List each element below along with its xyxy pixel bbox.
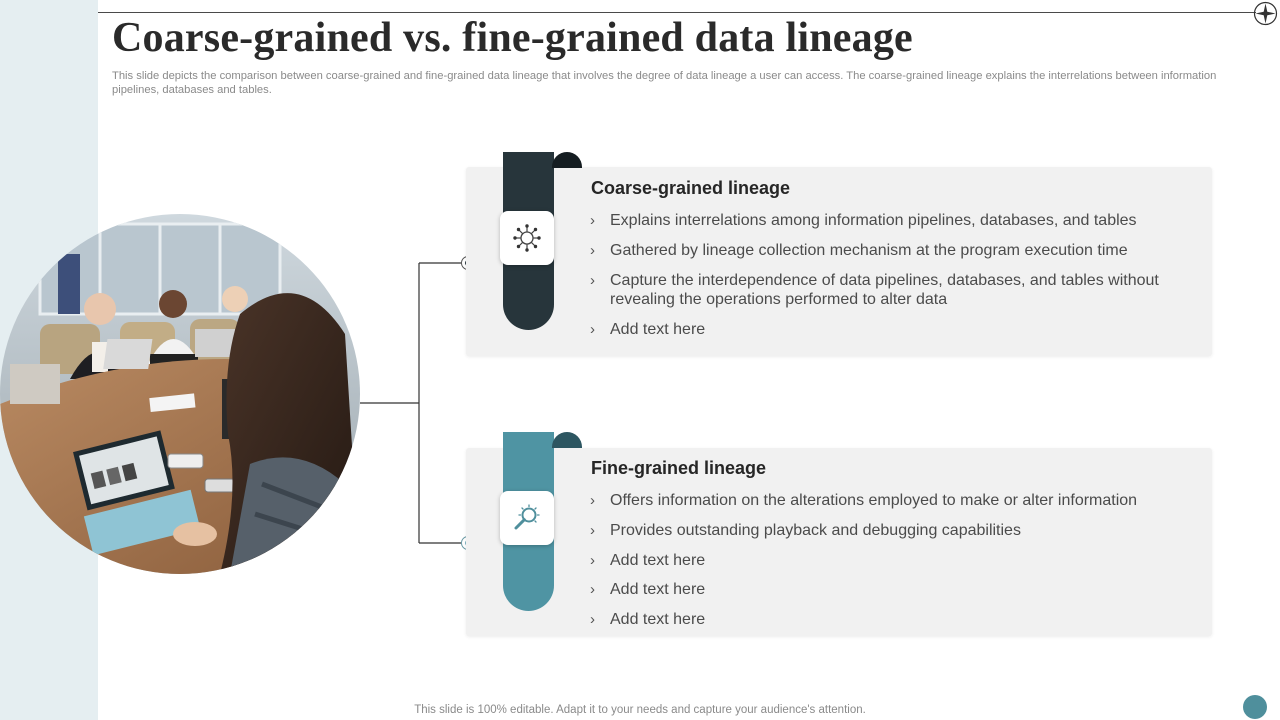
- fine-grained-bullet-list: ›Offers information on the alterations e…: [590, 491, 1137, 640]
- chevron-right-icon: ›: [590, 320, 595, 338]
- chevron-right-icon: ›: [590, 212, 595, 229]
- decorative-dot: [1243, 695, 1267, 719]
- fine-grained-ribbon-fold: [552, 432, 582, 448]
- fine-grained-card: [466, 448, 1212, 636]
- coarse-grained-card: [466, 167, 1212, 356]
- chevron-right-icon: ›: [590, 492, 595, 509]
- chevron-right-icon: ›: [590, 521, 595, 539]
- coarse-grained-bullet-list: ›Explains interrelations among informati…: [590, 211, 1170, 350]
- coarse-grained-ribbon-fold: [552, 152, 582, 168]
- list-item: ›Add text here: [590, 581, 706, 599]
- page-title: Coarse-grained vs. fine-grained data lin…: [112, 15, 913, 61]
- chevron-right-icon: ›: [590, 581, 595, 599]
- compass-star-icon: [1253, 1, 1278, 26]
- footer-note: This slide is 100% editable. Adapt it to…: [414, 704, 866, 716]
- meeting-photo: [0, 214, 360, 574]
- list-item: ›Gathered by lineage collection mechanis…: [590, 241, 1128, 259]
- list-item: ›Explains interrelations among informati…: [590, 212, 1137, 229]
- list-item: ›Add text here: [590, 320, 706, 338]
- list-item: ›Add text here: [590, 551, 706, 569]
- network-hub-icon: [500, 211, 554, 265]
- chevron-right-icon: ›: [590, 241, 595, 259]
- chevron-right-icon: ›: [590, 611, 595, 629]
- list-item: ›Capture the interdependence of data pip…: [590, 271, 1159, 309]
- chevron-right-icon: ›: [590, 551, 595, 569]
- slide-description: This slide depicts the comparison betwee…: [112, 70, 1217, 96]
- magnifier-insight-icon: [500, 491, 554, 545]
- list-item: ›Provides outstanding playback and debug…: [590, 521, 1021, 539]
- chevron-right-icon: ›: [590, 271, 595, 289]
- list-item: ›Add text here: [590, 611, 706, 629]
- top-divider-line: [98, 12, 1256, 13]
- list-item: ›Offers information on the alterations e…: [590, 492, 1138, 509]
- coarse-grained-title: Coarse-grained lineage: [591, 178, 791, 198]
- fine-grained-title: Fine-grained lineage: [591, 458, 767, 478]
